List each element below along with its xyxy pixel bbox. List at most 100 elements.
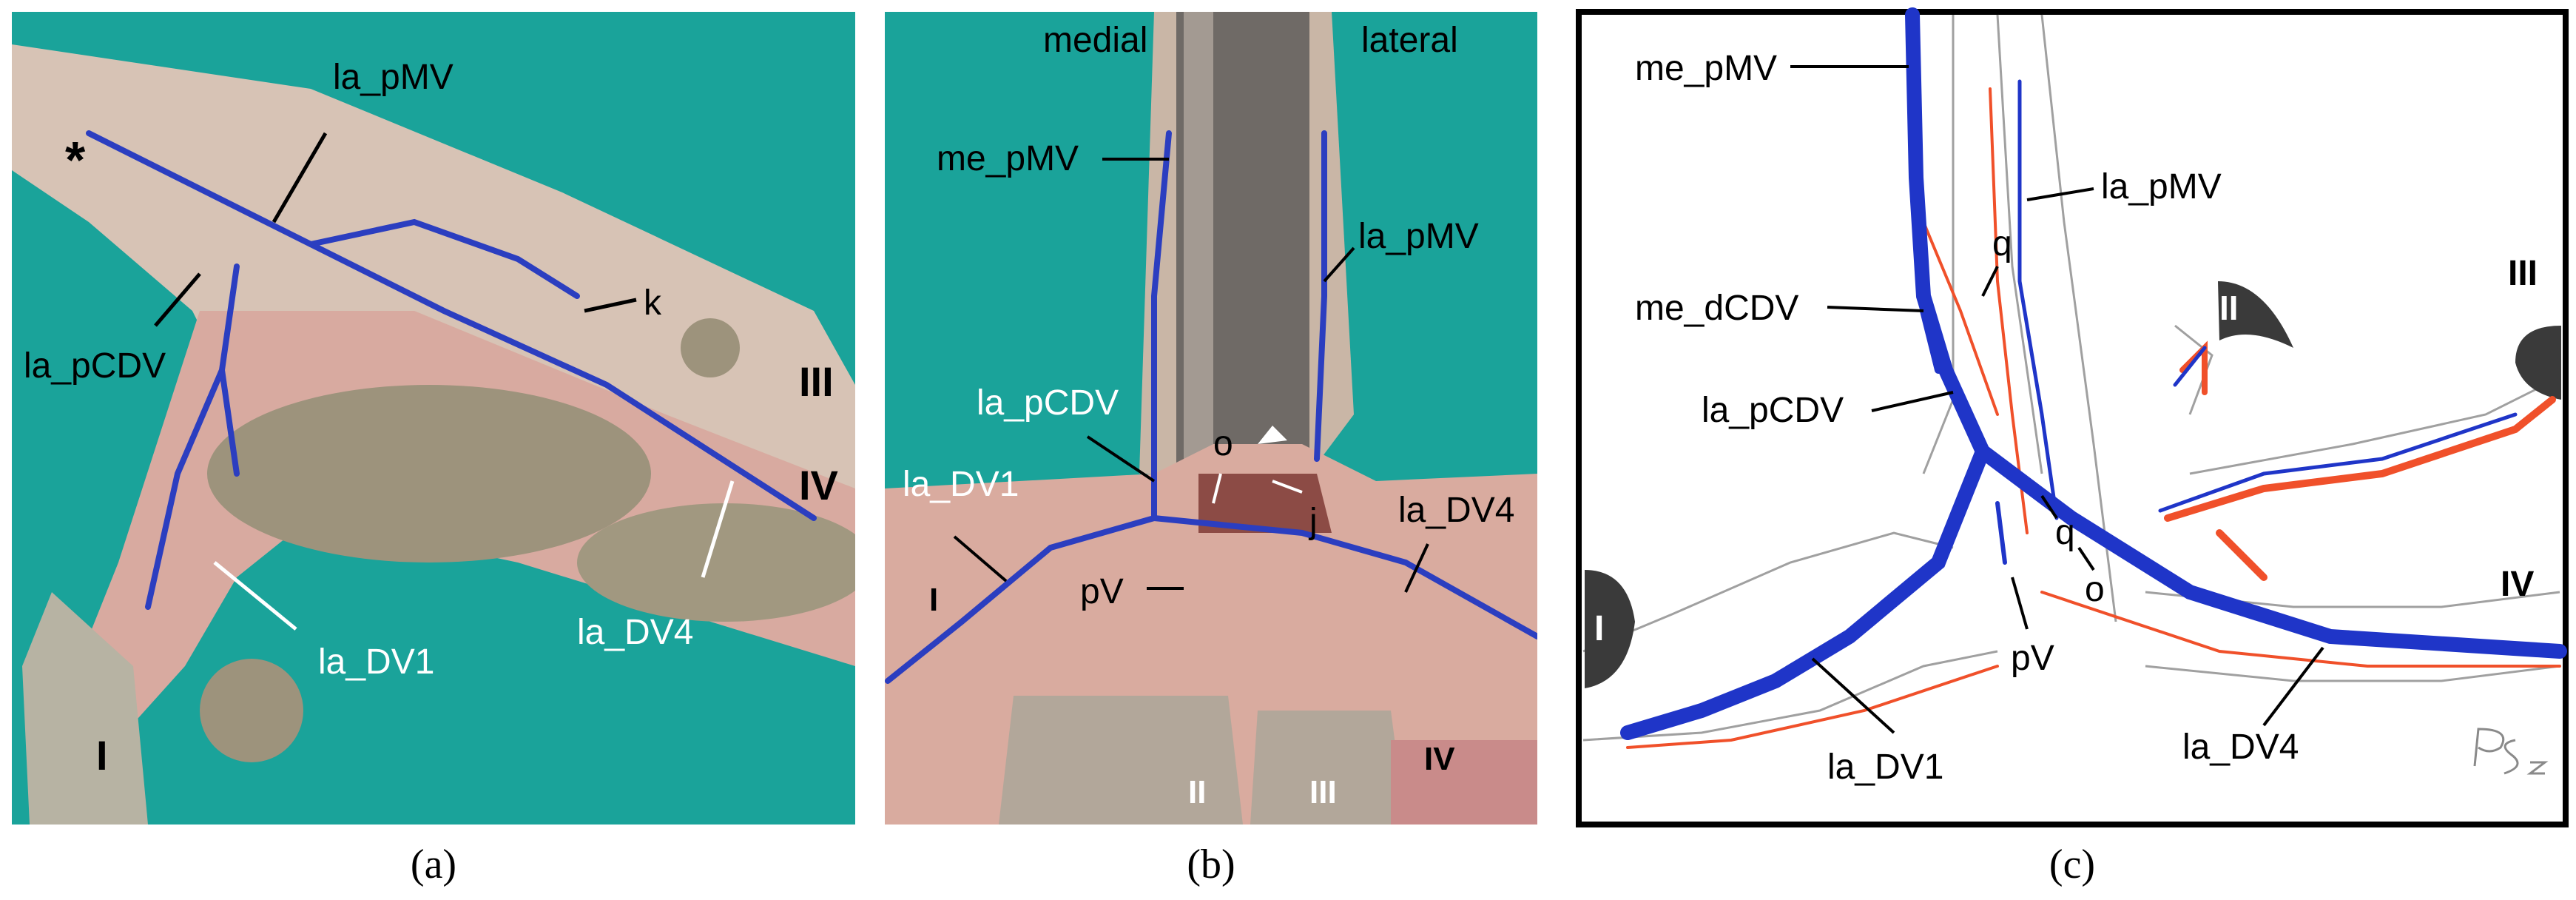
panel-c-label-IV: IV	[2501, 565, 2534, 604]
panel-c-artery-bend	[2216, 529, 2268, 581]
panel-c-artery-2	[1922, 221, 1999, 416]
panel-b-label-IV: IV	[1424, 741, 1455, 777]
panel-a-label-la-dv1: la_DV1	[318, 642, 434, 682]
panel-a-leaders	[154, 132, 637, 327]
panel-c-vein-me-dcdv	[1920, 307, 1942, 374]
panel-b-vein-dv4	[1151, 515, 1537, 639]
caption-b: (b)	[1187, 842, 1235, 887]
panel-a-leader-la-dv1	[213, 561, 297, 631]
panel-c-label-la-dv4: la_DV4	[2182, 728, 2299, 767]
panel-b-label-I: I	[929, 582, 938, 618]
panel-c-label-la-dv1: la_DV1	[1827, 748, 1943, 787]
panel-b-label-II: II	[1188, 774, 1206, 810]
panel-b-label-III: III	[1309, 774, 1337, 810]
panel-c-signature	[2473, 728, 2549, 775]
panel-a-vein-branch	[308, 218, 580, 299]
panel-c-outline-toe-1	[1582, 531, 1954, 653]
panel-b-deep-dissection	[1198, 474, 1332, 533]
panel-c-claw-I	[1585, 570, 1635, 688]
panel-c-leader-la-dv1	[1811, 657, 1895, 734]
panel-b-label-la-pcdv: la_pCDV	[977, 383, 1119, 423]
panel-c-label-I: I	[1594, 609, 1604, 648]
panel-a-leader-la-dv4	[701, 480, 735, 578]
panel-b-leader-o	[1212, 473, 1222, 504]
panel-b-label-j: j	[1308, 502, 1318, 541]
caption-a: (a)	[411, 842, 456, 887]
panel-b-leader-la-dv4	[1404, 543, 1429, 593]
panel-c-leader-q2	[2040, 494, 2058, 520]
panel-c-label-la-pmv: la_pMV	[2101, 167, 2222, 206]
panel-b-label-me-pmv: me_pMV	[937, 139, 1079, 178]
panel-a-label-la-pcdv: la_pCDV	[24, 346, 166, 386]
panel-c-leader-q1	[1981, 266, 1999, 297]
panel-b-digit-IV-pad	[1391, 740, 1537, 825]
panel-c-outline-toe-4b	[2145, 665, 2560, 682]
panel-b-leaders	[953, 158, 1429, 593]
panel-c-label-q-lower: q	[2055, 513, 2075, 552]
panel-a-digit-pad-top	[681, 318, 740, 377]
panel-b-leaders-white	[1212, 473, 1303, 504]
panel-c-label-q-upper: q	[1992, 224, 2012, 263]
panel-c-vein-me-pmv	[1905, 7, 1990, 459]
panel-c-label-III: III	[2508, 254, 2538, 293]
panel-c-vein-toe2	[2173, 346, 2207, 387]
panel-b-label-o: o	[1213, 424, 1233, 463]
panel-c-label-me-dcdv: me_dCDV	[1635, 289, 1798, 328]
panel-a-leaders-white	[213, 480, 735, 631]
panel-c-label-II: II	[2219, 289, 2239, 327]
panel-a-digit-I-pad	[22, 592, 148, 825]
panel-b-label-la-pmv: la_pMV	[1358, 217, 1479, 256]
panel-b-label-medial: medial	[1043, 21, 1147, 60]
panel-c-leader-pv	[2011, 577, 2029, 630]
panel-b-label-pv: pV	[1080, 572, 1124, 611]
panel-c-label-me-pmv: me_pMV	[1635, 49, 1777, 88]
panel-c-outline-toe-2	[2174, 324, 2213, 415]
panel-a-vein-pmv	[86, 130, 817, 521]
panel-a-label-I: I	[96, 732, 108, 779]
panel-b-digit-II-pad	[999, 696, 1243, 825]
panel-a: * la_pMV la_pCDV k III IV la_DV1 la_DV4 …	[12, 12, 855, 825]
panel-a-label-la-dv4: la_DV4	[577, 613, 693, 652]
panel-c-outline-toe-3	[2189, 383, 2546, 475]
panel-c: me_pMV la_pMV q me_dCDV la_pCDV II III q…	[1576, 7, 2569, 827]
panel-a-label-k: k	[644, 283, 662, 323]
panel-c-leader-me-dcdv	[1827, 306, 1924, 312]
panel-c-claw-II	[2218, 281, 2293, 348]
panel-c-leader-la-pmv	[2026, 187, 2094, 201]
panel-c-arteries	[1626, 87, 2561, 749]
panel-a-label-la-pmv: la_pMV	[333, 58, 454, 97]
panel-c-leaders	[1790, 65, 2324, 734]
panel-c-artery-dv1	[1626, 665, 1999, 749]
panel-c-vein-pv	[1995, 501, 2007, 565]
panel-b-label-la-dv1: la_DV1	[903, 465, 1019, 504]
panel-c-leader-o	[2077, 546, 2095, 571]
caption-c: (c)	[2049, 842, 2095, 887]
panel-a-vein-dv1	[145, 367, 225, 610]
panel-c-outline-shaft-mid	[1996, 14, 2043, 474]
panel-a-label-III: III	[799, 358, 834, 405]
panel-a-digit-pad-small	[200, 659, 303, 762]
panel-a-leader-la-pmv	[272, 132, 328, 224]
panel-b-vein-dv1	[885, 515, 1157, 684]
panel-b: medial lateral me_pMV la_pMV la_pCDV la_…	[885, 12, 1537, 825]
panel-b-label-lateral: lateral	[1361, 21, 1458, 60]
panel-c-label-o: o	[2085, 570, 2105, 609]
panel-a-leader-k	[584, 298, 637, 313]
panel-c-leader-la-pcdv	[1871, 391, 1954, 412]
panel-a-veins	[86, 130, 817, 610]
panel-b-label-la-dv4: la_DV4	[1398, 491, 1514, 530]
panel-b-veins	[885, 130, 1537, 684]
panel-a-digit-pad-large	[207, 385, 651, 562]
panel-c-outline-toe-1b	[1582, 650, 1998, 742]
panel-b-leader-la-pcdv	[1086, 435, 1156, 483]
panel-c-label-pv: pV	[2011, 639, 2054, 678]
panel-c-vein-la-pmv	[2017, 79, 2059, 520]
panel-a-digit-pad-right	[577, 503, 855, 622]
panel-b-vein-la-pmv	[1314, 130, 1327, 462]
panel-b-leader-la-pmv	[1323, 246, 1355, 283]
panel-a-label-IV: IV	[799, 462, 838, 508]
panel-b-bone-shaft-highlight	[1184, 12, 1213, 471]
panel-c-claw-III	[2515, 326, 2561, 400]
panel-c-leader-la-dv4	[2262, 646, 2324, 727]
panel-c-vein-toe3	[2158, 412, 2518, 513]
